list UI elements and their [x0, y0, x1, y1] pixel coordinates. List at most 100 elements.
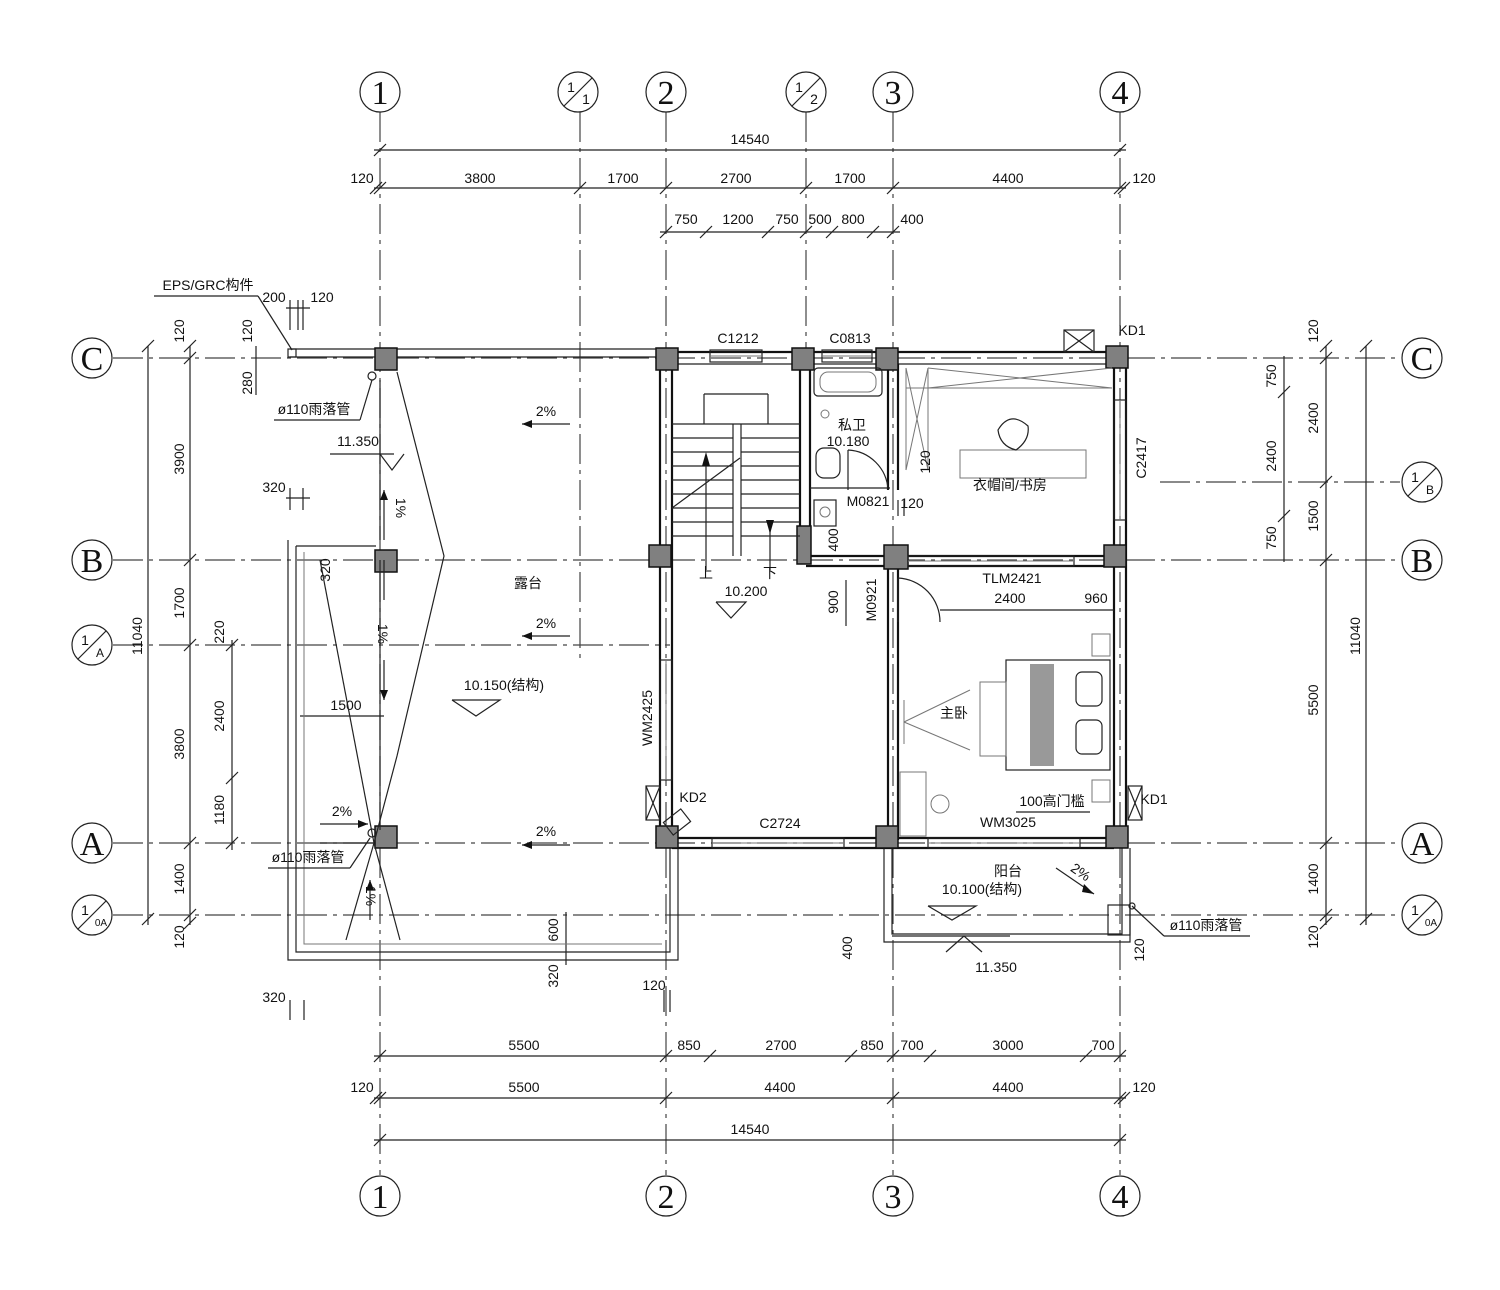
svg-text:120: 120 — [1305, 319, 1321, 343]
svg-text:120: 120 — [1132, 170, 1156, 186]
svg-text:500: 500 — [808, 211, 832, 227]
axis-bubble-top-4: 4 — [1099, 71, 1141, 113]
svg-text:11040: 11040 — [1347, 617, 1363, 655]
svg-text:800: 800 — [841, 211, 865, 227]
svg-text:1700: 1700 — [834, 170, 865, 186]
dim-top-overall: 14540 — [731, 131, 770, 147]
svg-text:700: 700 — [900, 1037, 924, 1053]
svg-text:120: 120 — [350, 1079, 374, 1095]
svg-text:120: 120 — [239, 319, 255, 343]
private-bath: 私卫 10.180 400 120 — [813, 367, 924, 552]
stair-down-label: 下 — [763, 565, 777, 581]
svg-text:3800: 3800 — [464, 170, 495, 186]
terrace-edge-elevation: 11.350 — [337, 433, 379, 449]
svg-text:850: 850 — [860, 1037, 884, 1053]
svg-text:1: 1 — [81, 632, 89, 648]
svg-text:4: 4 — [1112, 1179, 1129, 1216]
column — [648, 544, 672, 568]
axis-bubble-bottom-4: 4 — [1099, 1175, 1141, 1217]
svg-text:750: 750 — [674, 211, 698, 227]
closet-study: 衣帽间/书房 120 — [905, 367, 1113, 493]
closet-study-label: 衣帽间/书房 — [973, 477, 1047, 493]
svg-text:1700: 1700 — [171, 587, 187, 618]
door-label-M0821: M0821 — [847, 493, 890, 509]
window-label-C2724: C2724 — [759, 815, 800, 831]
svg-text:120: 120 — [310, 289, 334, 305]
svg-text:A: A — [96, 646, 104, 660]
svg-text:4400: 4400 — [992, 170, 1023, 186]
svg-text:4400: 4400 — [764, 1079, 795, 1095]
slope-label: 1% — [393, 498, 409, 518]
balcony-elevation: 10.100(结构) — [942, 881, 1022, 897]
svg-text:2400: 2400 — [994, 590, 1025, 606]
master-bedroom-label: 主卧 — [940, 705, 968, 721]
svg-text:1: 1 — [1411, 469, 1419, 485]
slope-label: 2% — [332, 803, 352, 819]
stair-elevation: 10.200 — [725, 583, 768, 599]
threshold-label: 100高门槛 — [1019, 793, 1084, 809]
window-label-C1212: C1212 — [717, 330, 758, 346]
svg-text:5500: 5500 — [1305, 684, 1321, 715]
slope-label: 2% — [536, 403, 556, 419]
svg-text:220: 220 — [211, 620, 227, 644]
svg-text:A: A — [1410, 826, 1435, 863]
svg-text:320: 320 — [545, 964, 561, 988]
svg-text:1: 1 — [1411, 902, 1419, 918]
axis-bubble-left-C: C — [71, 337, 113, 379]
svg-text:B: B — [1411, 543, 1434, 580]
column — [374, 825, 398, 849]
opening-label-KD1-right: KD1 — [1140, 791, 1167, 807]
svg-text:0A: 0A — [95, 918, 108, 929]
svg-text:1: 1 — [372, 75, 389, 112]
left-axis-bubbles: C B 1A A 10A — [71, 337, 113, 936]
column — [883, 544, 909, 570]
svg-text:2400: 2400 — [1263, 440, 1279, 471]
svg-text:700: 700 — [1091, 1037, 1115, 1053]
column — [796, 525, 812, 565]
svg-text:1: 1 — [567, 79, 575, 95]
svg-text:120: 120 — [1131, 938, 1147, 962]
svg-text:3900: 3900 — [171, 443, 187, 474]
svg-text:3: 3 — [885, 75, 902, 112]
axis-bubble-bottom-2: 2 — [645, 1175, 687, 1217]
master-bedroom: 900 2400 960 主卧 100高门槛 — [825, 580, 1114, 837]
svg-text:C: C — [1411, 341, 1434, 378]
svg-text:120: 120 — [642, 977, 666, 993]
column — [655, 825, 679, 849]
bath-label: 私卫 — [838, 417, 866, 433]
svg-text:120: 120 — [171, 925, 187, 949]
svg-text:1200: 1200 — [722, 211, 753, 227]
svg-text:2700: 2700 — [765, 1037, 796, 1053]
svg-text:1: 1 — [795, 79, 803, 95]
svg-text:960: 960 — [1084, 590, 1108, 606]
column — [374, 347, 398, 371]
slope-label: 1% — [375, 624, 391, 644]
axis-bubble-bottom-1: 1 — [359, 1175, 401, 1217]
svg-text:2: 2 — [658, 75, 675, 112]
axis-bubble-right-1-0A: 1 0A — [1401, 894, 1443, 936]
svg-text:120: 120 — [917, 450, 933, 474]
svg-text:0A: 0A — [1425, 918, 1438, 929]
columns — [374, 345, 1129, 849]
svg-text:1500: 1500 — [1305, 500, 1321, 531]
window-label-C0813: C0813 — [829, 330, 870, 346]
top-axis-bubbles: 1 11 2 12 3 4 — [359, 71, 1141, 113]
window-label-C2417: C2417 — [1133, 437, 1149, 478]
svg-text:400: 400 — [839, 936, 855, 960]
stair-up-label: 上 — [699, 565, 713, 581]
svg-text:750: 750 — [1263, 526, 1279, 550]
svg-text:14540: 14540 — [731, 1121, 770, 1137]
right-axis-bubbles: C 1B B A 10A — [1401, 337, 1443, 936]
svg-text:5500: 5500 — [508, 1037, 539, 1053]
slope-label: 1% — [363, 886, 379, 906]
axis-bubble-right-A: A — [1401, 822, 1443, 864]
axis-bubble-right-C: C — [1401, 337, 1443, 379]
svg-text:1: 1 — [582, 91, 590, 107]
column — [1105, 345, 1129, 369]
svg-text:1180: 1180 — [211, 795, 227, 825]
column — [791, 347, 815, 371]
door-label-M0921: M0921 — [863, 578, 879, 621]
slope-label: 2% — [536, 615, 556, 631]
svg-text:320: 320 — [317, 558, 333, 582]
balcony-label: 阳台 — [994, 863, 1022, 879]
